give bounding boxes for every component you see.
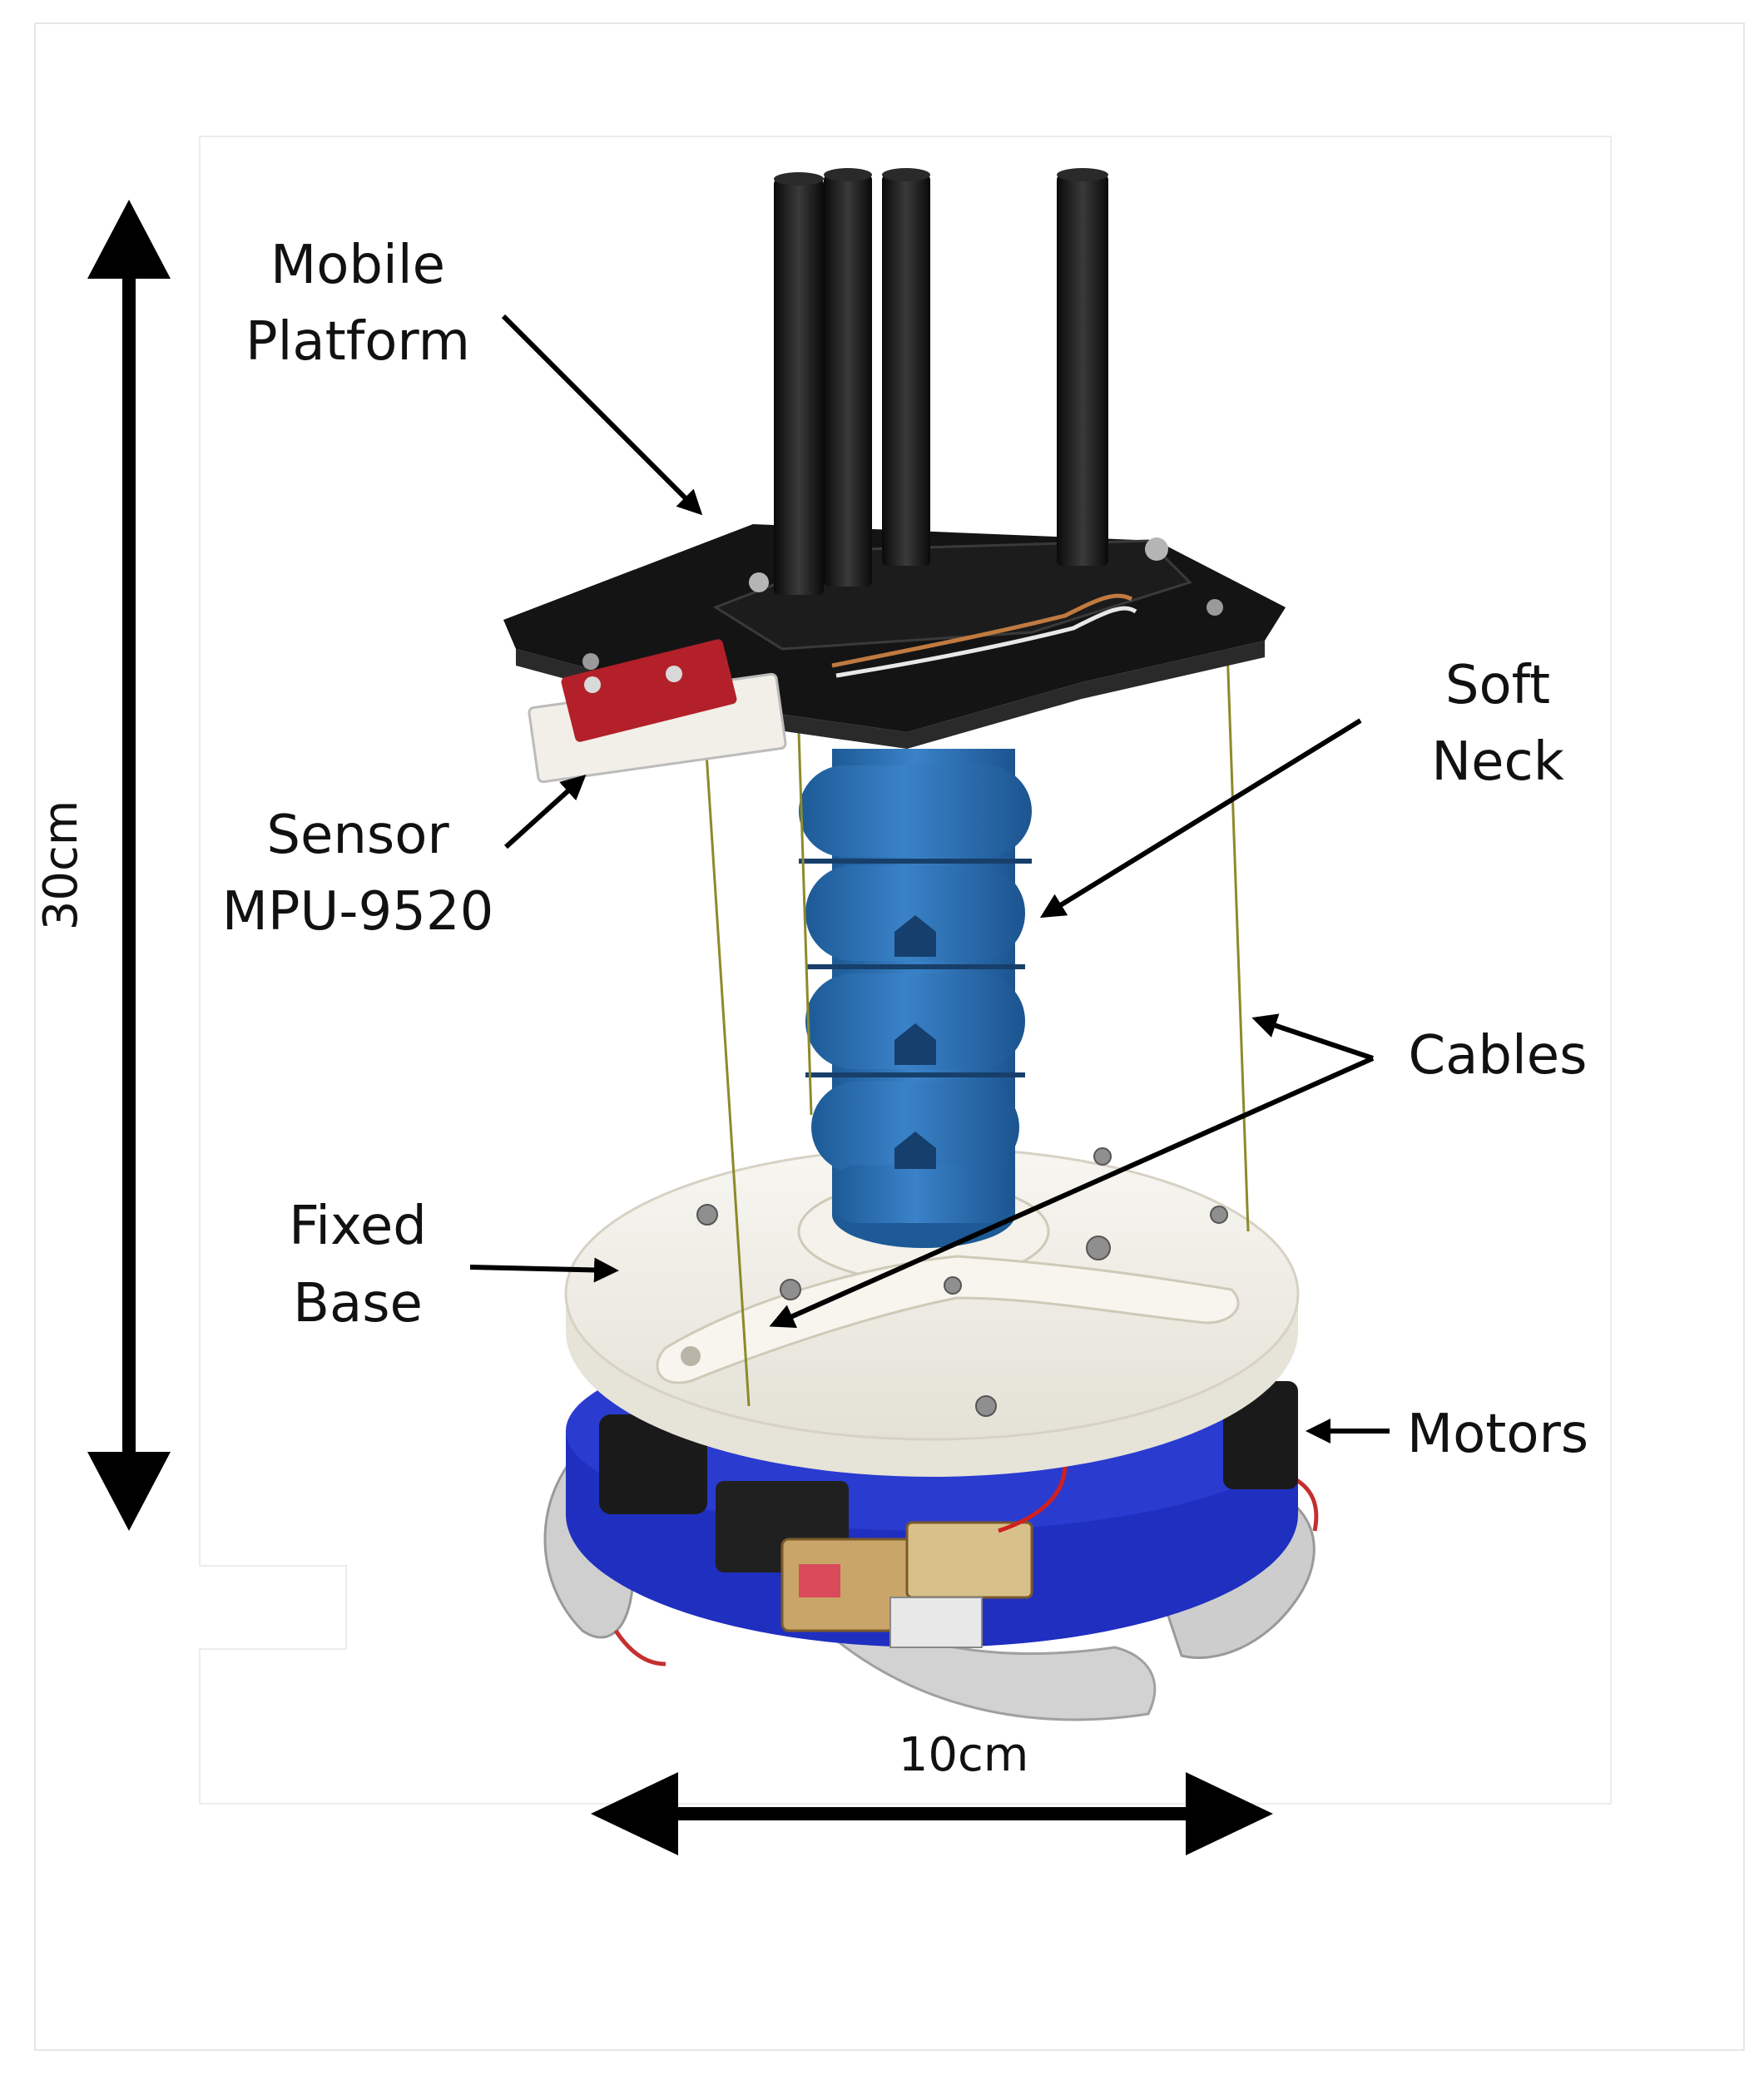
label-mobile-platform: Mobile Platform [245,235,703,516]
motors-text: Motors [1407,1404,1588,1465]
sensor-module [528,639,787,784]
width-dimension: 10cm [591,1728,1273,1855]
label-cables: Cables [769,1013,1588,1328]
cables-arrow-lower [769,1056,1375,1328]
label-soft-neck: Soft Neck [1039,655,1564,919]
soft-neck-line1: Soft [1445,655,1550,716]
robot-illustration [503,168,1319,1721]
fixed-base-line1: Fixed [289,1196,427,1257]
cables-text: Cables [1408,1025,1587,1087]
fixed-base-line2: Base [293,1273,423,1335]
height-label: 30cm [34,800,88,931]
soft-neck-line2: Neck [1431,731,1564,793]
label-fixed-base: Fixed Base [289,1196,619,1335]
label-sensor: Sensor MPU-9520 [222,774,587,943]
soft-neck-arrow [1039,718,1362,919]
label-motors: Motors [1306,1404,1588,1465]
mobile-platform-arrow [501,314,703,516]
motor-left [599,1414,707,1514]
circuit-board [780,1463,1068,1648]
tension-cables [704,648,1250,1407]
vertical-posts [774,168,1108,595]
fixed-base-arrow [469,1257,619,1283]
height-dimension: 30cm [34,200,171,1531]
mobile-platform-line1: Mobile [270,235,445,296]
sensor-line1: Sensor [266,805,449,866]
sensor-arrow [503,774,587,849]
sensor-line2: MPU-9520 [222,881,494,943]
mobile-platform-line2: Platform [245,311,470,373]
fixed-base-disc [564,1146,1300,1477]
soft-neck [799,749,1032,1248]
width-label: 10cm [899,1728,1029,1782]
cables-arrow-upper [1251,1013,1374,1061]
